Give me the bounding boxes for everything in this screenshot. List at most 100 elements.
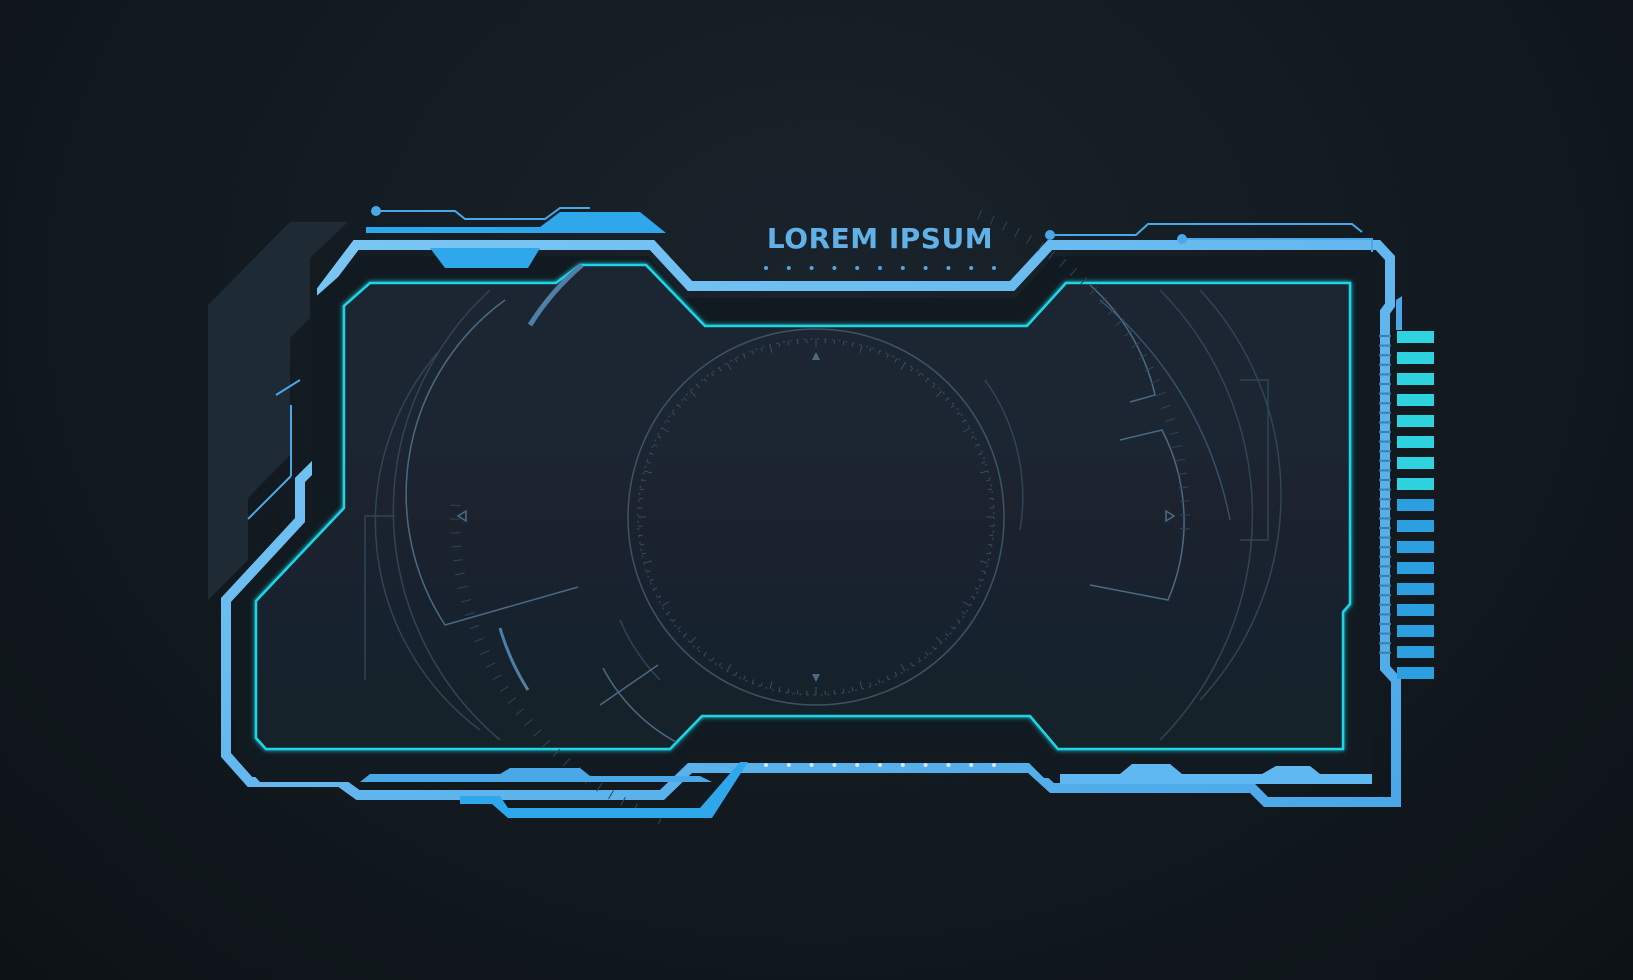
reticle-tick <box>661 601 670 607</box>
arc-tick <box>989 215 995 225</box>
reticle-tick <box>859 344 863 353</box>
arc-tick <box>507 697 517 704</box>
level-bar <box>1397 646 1434 658</box>
reticle-tick <box>877 679 881 684</box>
dot <box>969 266 974 270</box>
arc-tick <box>515 708 525 716</box>
reticle-tick <box>653 587 658 590</box>
arc-tick <box>1115 318 1125 326</box>
level-bar <box>1397 478 1434 490</box>
reticle-tick <box>666 419 671 423</box>
reticle-tick <box>961 419 966 423</box>
reticle-tick <box>710 657 715 662</box>
reticle-tick <box>932 645 936 650</box>
arc-tick <box>1138 353 1148 360</box>
arc-tick <box>455 572 466 576</box>
arc-tick <box>1048 250 1056 260</box>
arc-tick <box>452 559 463 562</box>
dot <box>969 763 974 767</box>
reticle-tick <box>787 341 790 346</box>
reticle-tick <box>978 578 983 582</box>
dot <box>900 266 905 270</box>
arc-tick <box>1069 267 1078 276</box>
reticle-tick <box>935 636 943 644</box>
level-bar <box>1397 562 1434 574</box>
arc-tick <box>1156 391 1166 397</box>
arc-tick <box>469 624 480 630</box>
bottom-dot-row <box>764 763 996 767</box>
reticle-tick <box>910 662 914 667</box>
arc-tick <box>1107 307 1116 315</box>
reticle-tick <box>760 682 763 687</box>
level-bar <box>1397 331 1434 343</box>
reticle-tick <box>661 427 670 433</box>
reticle-tick <box>900 663 906 672</box>
reticle-tick <box>935 390 943 398</box>
arc-tick <box>1025 234 1032 244</box>
reticle-tick <box>970 435 975 439</box>
reticle-tick <box>769 344 773 353</box>
reticle-tick <box>851 687 854 692</box>
reticle-tick <box>925 378 929 383</box>
reticle-tick <box>917 657 922 662</box>
arc-tick <box>1079 277 1088 286</box>
arc-tick <box>1059 258 1067 268</box>
reticle-tick <box>751 350 755 355</box>
reticle-tick <box>703 378 707 383</box>
reticle-tick <box>986 552 991 555</box>
level-bar <box>1397 499 1434 511</box>
reticle-tick <box>646 570 651 573</box>
reticle-tick <box>671 411 676 416</box>
reticle-tick <box>894 671 898 676</box>
arc-tick <box>451 545 462 548</box>
reticle-tick <box>769 681 773 690</box>
dot <box>764 266 768 270</box>
arc-tick <box>492 674 502 681</box>
dot <box>878 763 882 767</box>
reticle-tick <box>787 688 790 693</box>
dot <box>855 266 860 270</box>
reticle-tick <box>956 411 961 416</box>
arc-tick <box>1037 242 1044 252</box>
arc-tick <box>1002 221 1008 231</box>
reticle-tick <box>683 397 688 401</box>
reticle-tick <box>718 662 722 667</box>
arc-tick <box>977 209 982 220</box>
bottom-right-decor <box>1060 764 1372 784</box>
arc-tick <box>1123 330 1133 337</box>
reticle-tick <box>649 578 654 582</box>
arc-tick <box>474 637 484 643</box>
reticle-tick <box>726 362 732 371</box>
reticle-tick <box>981 461 986 464</box>
reticle-tick <box>657 595 662 599</box>
reticle-tick <box>641 552 646 555</box>
reticle-tick <box>683 633 688 637</box>
arc-tick <box>485 662 496 668</box>
arc-tick <box>542 739 551 748</box>
arc-tick <box>479 650 490 656</box>
dot <box>764 763 768 767</box>
reticle-tick <box>886 354 889 359</box>
left-accent-lines <box>247 379 301 520</box>
reticle-tick <box>649 452 654 456</box>
reticle-tick <box>980 470 989 474</box>
reticle-tick <box>981 570 986 573</box>
arc-tick <box>1144 366 1155 372</box>
dot <box>946 763 951 767</box>
arc-tick <box>524 719 533 727</box>
reticle-tick <box>980 560 989 564</box>
level-bar <box>1397 583 1434 595</box>
reticle-tick <box>696 645 700 650</box>
level-bar <box>1397 436 1434 448</box>
arc-tick <box>1172 445 1183 449</box>
reticle-tick <box>962 427 971 433</box>
reticle-tick <box>689 390 697 398</box>
reticle-tick <box>944 397 949 401</box>
arc-tick <box>620 796 626 807</box>
arc-tick <box>1177 472 1188 475</box>
reticle-ticks <box>450 209 1190 825</box>
arc-tick <box>1150 378 1161 384</box>
reticle-tick <box>842 341 845 346</box>
dot <box>855 763 860 767</box>
